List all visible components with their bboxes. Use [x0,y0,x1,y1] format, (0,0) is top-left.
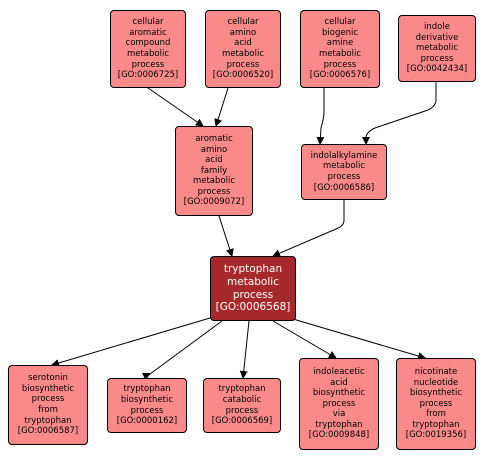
edge-0006568-to-0000162 [142,320,223,381]
edge-0006568-to-0006569 [239,320,250,379]
edge-0006586-to-0006568 [272,200,345,257]
node-go-0006520[interactable]: cellular amino acid metabolic process [G… [205,10,281,88]
node-go-0042434[interactable]: indole derivative metabolic process [GO:… [398,15,476,82]
node-go-0000162[interactable]: tryptophan biosynthetic process [GO:0000… [107,378,187,433]
edge-0006576-to-0006586 [316,88,325,145]
node-go-0019356[interactable]: nicotinate nucleotide biosynthetic proce… [396,358,476,450]
node-go-0006725[interactable]: cellular aromatic compound metabolic pro… [110,10,186,88]
node-go-0006587[interactable]: serotonin biosynthetic process from tryp… [8,365,88,445]
node-go-0006569[interactable]: tryptophan catabolic process [GO:0006569… [203,378,281,433]
edge-0006520-to-0009072 [214,87,229,127]
node-go-0009072[interactable]: aromatic amino acid family metabolic pro… [175,126,253,216]
edge-0009072-to-0006568 [218,215,234,257]
node-go-0009848[interactable]: indoleacetic acid biosynthetic process v… [299,358,379,450]
node-go-0006576[interactable]: cellular biogenic amine metabolic proces… [300,10,380,88]
edge-0006568-to-0006587 [51,317,211,367]
node-go-0006568[interactable]: tryptophan metabolic process [GO:0006568… [210,256,296,321]
edge-0006725-to-0009072 [147,87,204,127]
node-go-0006586[interactable]: indolalkylamine metabolic process [GO:00… [301,144,387,200]
edge-0006568-to-0009848 [272,320,337,359]
edge-0042434-to-0006586 [362,82,437,145]
edge-0006568-to-0019356 [292,318,426,360]
